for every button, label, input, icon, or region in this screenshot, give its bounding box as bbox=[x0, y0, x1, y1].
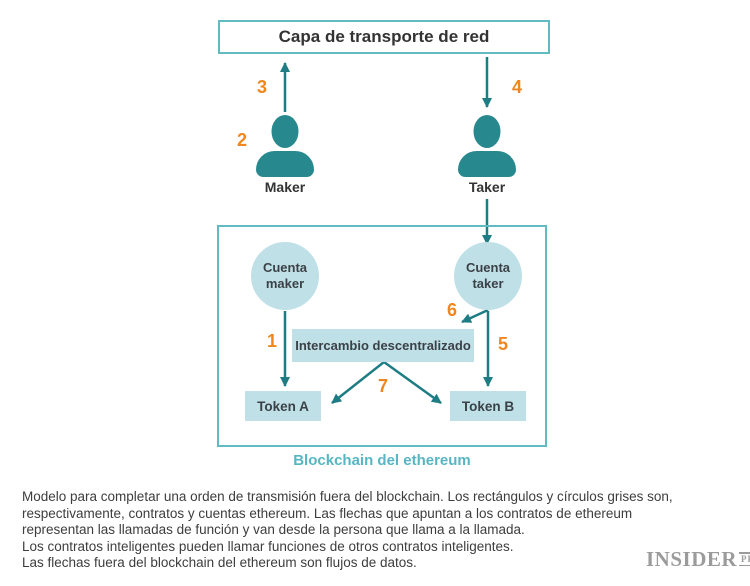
token-a-box: Token A bbox=[245, 391, 321, 421]
cuenta-maker-circle: Cuenta maker bbox=[251, 242, 319, 310]
decentralized-exchange-box: Intercambio descentralizado bbox=[292, 329, 474, 362]
token-b-box: Token B bbox=[450, 391, 526, 421]
footer-description: Modelo para completar una orden de trans… bbox=[22, 489, 673, 572]
step-label-5: 5 bbox=[497, 334, 509, 354]
description-line: Las flechas fuera del blockchain del eth… bbox=[22, 555, 417, 570]
transport-layer-label: Capa de transporte de red bbox=[278, 27, 490, 46]
description-line: respectivamente, contratos y cuentas eth… bbox=[22, 505, 633, 521]
cuenta-taker-circle: Cuenta taker bbox=[454, 242, 522, 310]
logo-pro-badge: PRO bbox=[739, 552, 750, 566]
person-body bbox=[458, 151, 516, 177]
transport-layer-box: Capa de transporte de red bbox=[218, 20, 550, 54]
step-label-6: 6 bbox=[446, 300, 458, 320]
step-label-7: 7 bbox=[377, 376, 389, 396]
maker-person-icon bbox=[256, 115, 314, 177]
person-head bbox=[473, 115, 501, 148]
insider-pro-logo: INSIDER PRO bbox=[646, 549, 750, 570]
step-label-2: 2 bbox=[236, 130, 248, 150]
maker-label: Maker bbox=[264, 179, 306, 195]
step-label-4: 4 bbox=[511, 77, 523, 97]
blockchain-caption: Blockchain del ethereum bbox=[293, 452, 471, 469]
logo-wordmark: INSIDER bbox=[646, 547, 738, 571]
person-head bbox=[271, 115, 299, 148]
description-line: representan las llamadas de función y va… bbox=[22, 522, 525, 537]
step-label-3: 3 bbox=[256, 77, 268, 97]
step-label-1: 1 bbox=[266, 331, 278, 351]
taker-label: Taker bbox=[468, 179, 506, 195]
person-body bbox=[256, 151, 314, 177]
blockchain-container-box bbox=[217, 225, 547, 447]
description-line: Los contratos inteligentes pueden llamar… bbox=[22, 538, 514, 554]
description-line: Modelo para completar una orden de trans… bbox=[22, 489, 673, 504]
taker-person-icon bbox=[458, 115, 516, 177]
